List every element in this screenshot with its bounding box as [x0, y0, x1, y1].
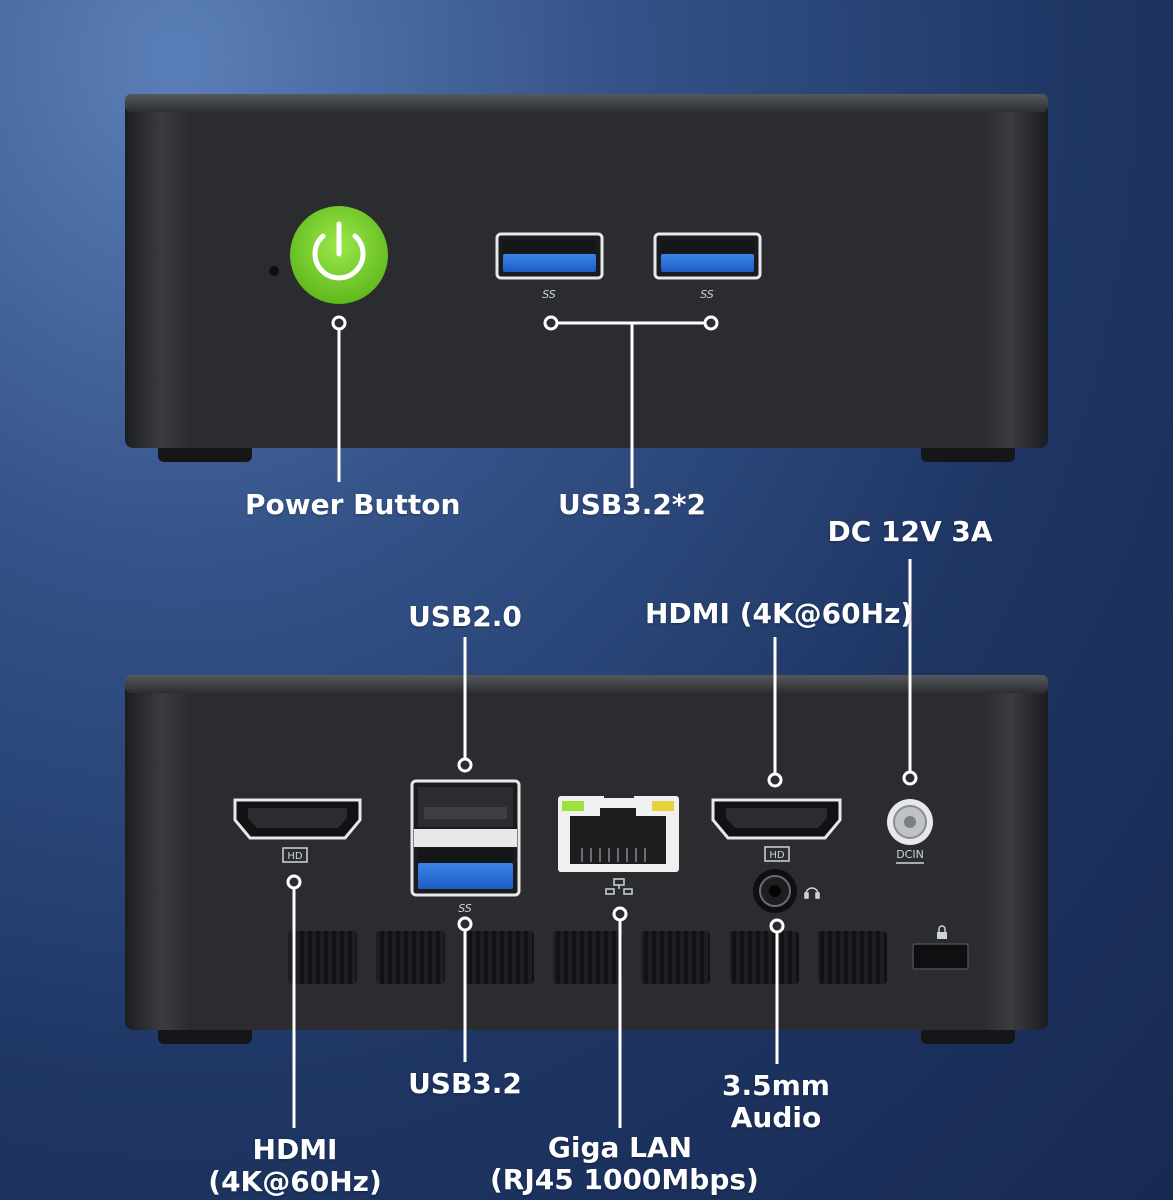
hdmi-logo: HD: [287, 851, 303, 862]
lan-port: [558, 786, 679, 895]
power-button-label: Power Button: [245, 488, 461, 521]
usb-ss-logo: SS: [542, 288, 556, 301]
lan-label-line1: Giga LAN: [547, 1131, 693, 1164]
hdmi-port-right: HD: [711, 798, 842, 862]
usb32-label: USB3.2: [408, 1067, 522, 1100]
lan-led-yellow: [652, 801, 674, 811]
lock-icon: [937, 925, 947, 939]
rear-callout-dots: [286, 757, 918, 934]
front-callouts: [337, 321, 711, 488]
vent-grilles: [288, 931, 887, 984]
lan-label: Giga LAN (RJ45 1000Mbps): [490, 1131, 759, 1196]
power-icon: [312, 221, 366, 281]
dc-label: DC 12V 3A: [827, 515, 993, 548]
hdmi-left-label-line1: HDMI: [252, 1133, 338, 1166]
rear-callouts: [292, 559, 912, 1128]
hdmi-logo: HD: [769, 850, 785, 861]
hdmi-left-label-line2: (4K@60Hz): [208, 1165, 382, 1198]
headphone-icon: [804, 887, 820, 899]
front-foot-right: [921, 444, 1015, 462]
audio-label: 3.5mm Audio: [710, 1070, 842, 1134]
rear-foot-right: [921, 1026, 1015, 1044]
usb-pair-label: USB3.2*2: [558, 488, 706, 521]
usb32-port: [418, 849, 513, 863]
audio-label-line1: 3.5mm: [722, 1069, 830, 1102]
audio-jack: [753, 869, 820, 913]
network-icon: [605, 878, 633, 895]
front-foot-left: [158, 444, 252, 462]
usb2-label: USB2.0: [408, 600, 522, 633]
usb-ss-logo: SS: [700, 288, 714, 301]
front-usb-port-1: SS: [495, 232, 604, 301]
lan-led-green: [562, 801, 584, 811]
usb-ss-logo: SS: [458, 902, 472, 915]
lan-label-line2: (RJ45 1000Mbps): [490, 1163, 759, 1196]
rear-foot-left: [158, 1026, 252, 1044]
power-led: [269, 266, 279, 276]
hdmi-right-label: HDMI (4K@60Hz): [645, 597, 914, 630]
rear-device: HD SS: [125, 559, 1048, 1128]
front-callout-dots: [331, 315, 719, 331]
dc-in-port: DCIN: [887, 799, 933, 864]
hdmi-left-label: HDMI (4K@60Hz): [200, 1134, 390, 1198]
kensington-lock: [912, 925, 969, 970]
front-usb-port-2: SS: [653, 232, 762, 301]
hdmi-port-left: HD: [233, 798, 362, 863]
usb-stack: SS: [410, 779, 521, 915]
front-device: SS SS: [125, 94, 1048, 488]
front-top-lid: [125, 94, 1048, 112]
audio-label-line2: Audio: [730, 1101, 822, 1134]
dcin-text: DCIN: [896, 848, 924, 861]
rear-top-lid: [125, 675, 1048, 693]
